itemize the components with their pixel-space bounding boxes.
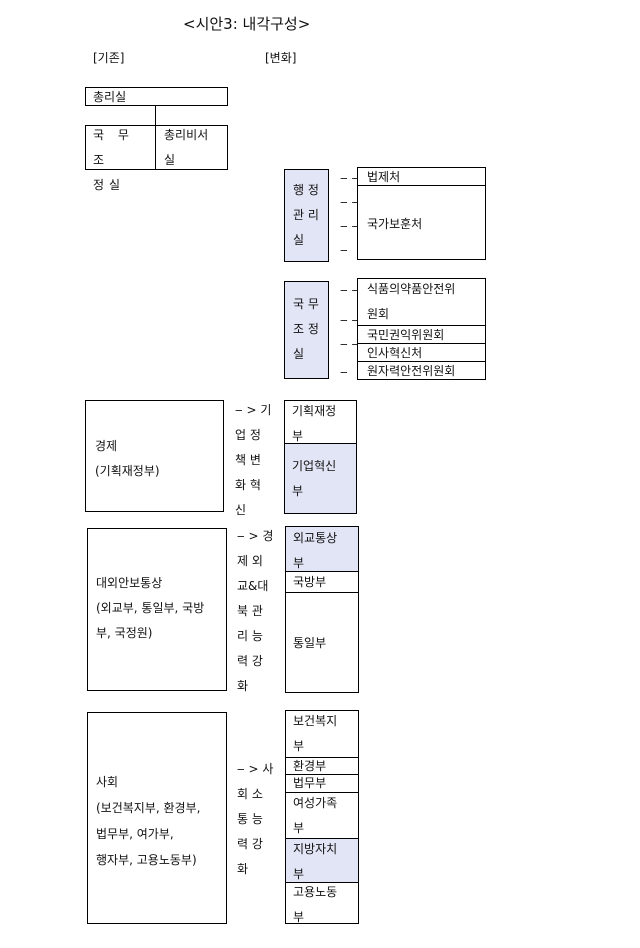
economy-right-label: 기업혁신 부 [292,459,337,498]
admin-items-box: 법제처 국가보훈처 [357,167,486,260]
coord-items-divider [358,361,485,362]
economy-right-box: 기획재정 부 기업혁신 부 [284,400,357,514]
social-arrow-text: ‒ > 사 회 소 통 능 력 강 화 [237,762,274,876]
coord-items-divider [358,343,485,344]
social-left-box: 사회 (보건복지부, 환경부, 법무부, 여가부, 행자부, 고용노동부) [87,712,227,924]
foreign-right-label: 국방부 [293,575,327,589]
label-change: [변화] [265,51,297,65]
pm-secretariat-box: 총리비서 실 [155,125,228,170]
pm-secretariat-label: 총리비서 실 [164,128,209,167]
foreign-arrow-text: ‒ > 경 제 외 교&대 북 관 리 능 력 강 화 [237,529,274,693]
economy-arrow-text: ‒ > 기 업 정 책 변 화 혁 신 [235,403,272,517]
foreign-right-label: 외교통상 부 [293,531,338,570]
social-right-label: 지방자치 부 [293,842,338,881]
coord-items-divider [358,325,485,326]
social-right-label: 보건복지 부 [293,714,338,753]
coord-items-box: 식품의약품안전위 원회 국민권익위원회 인사혁신처 원자력안전위원회 [357,278,486,380]
social-right-label: 환경부 [293,759,327,773]
economy-right-label: 기획재정 부 [292,404,337,443]
dash: ‒ ‒ [340,313,360,327]
social-right-cell: 보건복지 부 [286,711,358,757]
dash: ‒ [340,243,348,257]
coord-office-box: 국 무 조 정실 [85,125,156,192]
dash: ‒ [340,365,348,379]
economy-right-cell-highlight: 기업혁신 부 [285,443,356,513]
admin-office-box: 행 정 관 리 실 [284,169,329,262]
social-left-label: 사회 (보건복지부, 환경부, 법무부, 여가부, 행자부, 고용노동부) [96,775,201,867]
economy-right-cell: 기획재정 부 [285,401,356,443]
foreign-left-box: 대외안보통상 (외교부, 통일부, 국방 부, 국정원) [87,528,227,691]
foreign-right-cell-highlight: 외교통상 부 [286,527,358,571]
foreign-right-cell: 국방부 [286,571,358,593]
label-existing: [기존] [93,51,125,65]
social-right-label: 고용노동 부 [293,885,338,924]
admin-items-divider [358,185,485,186]
social-right-cell: 환경부 [286,757,358,775]
foreign-right-label: 통일부 [293,636,327,650]
coord-item: 식품의약품안전위 원회 [367,282,456,321]
coord-item: 국민권익위원회 [367,328,445,342]
social-right-cell: 법무부 [286,774,358,793]
dash: ‒ ‒ [340,219,360,233]
foreign-right-cell: 통일부 [286,592,358,692]
social-right-cell: 여성가족 부 [286,792,358,839]
social-right-label: 법무부 [293,776,327,790]
coord-office-new-label: 국 무 조 정 실 [293,297,319,361]
admin-item: 법제처 [367,170,401,184]
pm-office-box: 총리실 [85,87,228,106]
admin-office-label: 행 정 관 리 실 [293,183,319,247]
dash: ‒ ‒ [340,171,360,185]
coord-item: 인사혁신처 [367,346,423,360]
pm-office-label: 총리실 [93,90,127,104]
dash: ‒ ‒ [340,283,360,297]
diagram-title: <시안3: 내각구성> [183,15,311,33]
dash: ‒ ‒ [340,337,360,351]
social-right-cell: 고용노동 부 [286,882,358,924]
foreign-right-box: 외교통상 부 국방부 통일부 [285,526,359,693]
coord-office-new-box: 국 무 조 정 실 [284,281,329,379]
dash: ‒ ‒ [340,195,360,209]
coord-item: 원자력안전위원회 [367,364,456,378]
pm-connector [155,106,156,125]
admin-item: 국가보훈처 [367,217,423,231]
social-right-cell-highlight: 지방자치 부 [286,838,358,883]
social-right-box: 보건복지 부 환경부 법무부 여성가족 부 지방자치 부 고용노동 부 [285,710,359,924]
economy-left-label: 경제 (기획재정부) [95,439,160,478]
coord-office-label: 국 무 조 정실 [93,128,134,192]
social-right-label: 여성가족 부 [293,796,338,835]
economy-left-box: 경제 (기획재정부) [85,400,224,512]
foreign-left-label: 대외안보통상 (외교부, 통일부, 국방 부, 국정원) [96,576,205,640]
